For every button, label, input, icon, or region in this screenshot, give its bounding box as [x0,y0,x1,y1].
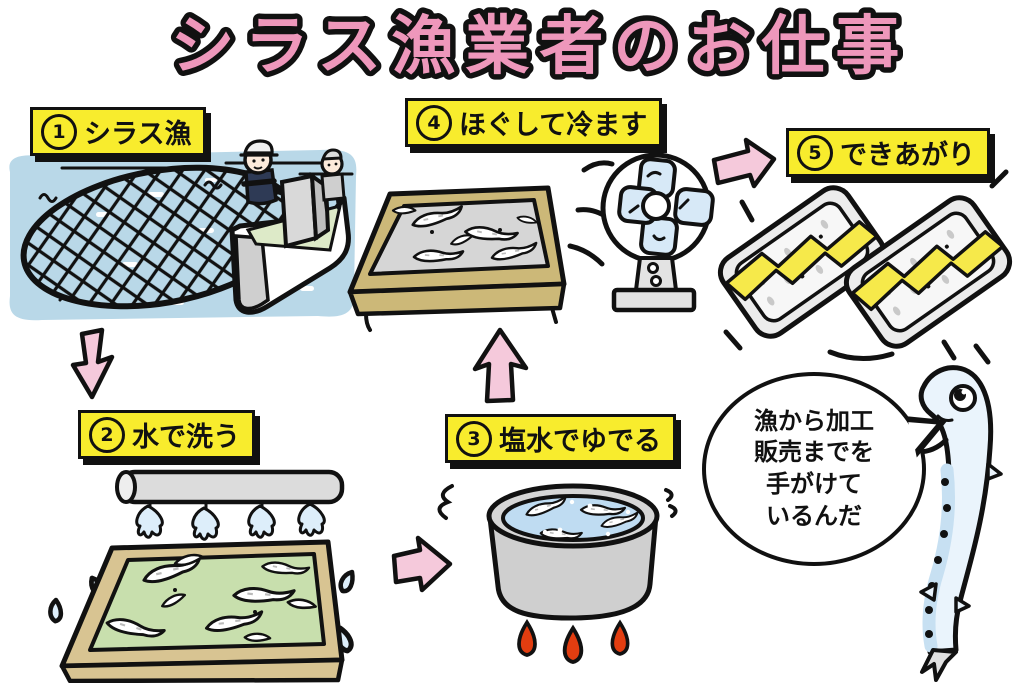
shirasu-character [900,343,1003,682]
flow-arrow-2-to-3 [391,535,453,593]
flames [517,619,630,665]
flow-arrow-3-to-4 [472,327,529,404]
step-3-number: 3 [456,420,492,457]
electric-fan [600,152,715,313]
step-5-number: 5 [797,134,833,171]
fishing-boat [229,171,351,315]
speech-line-4: いるんだ [766,501,862,530]
speech-line-1: 漁から加工 [754,406,874,435]
sprinkler-splashes [135,500,326,541]
flame-icon [562,624,584,665]
boiling-scene [437,483,678,665]
washing-tray-wall [59,657,345,683]
flow-arrow-4-to-5 [711,137,777,189]
fan-hub [641,191,671,221]
page-title: シラス漁業者のお仕事 [171,10,910,84]
steam-line [437,484,454,520]
flow-arrow-1-to-2 [70,327,115,400]
finished-products [713,169,1016,362]
speech-line-3: 手がけて [766,470,862,498]
speech-bubble: 漁から加工 販売までを 手がけて いるんだ [702,372,954,566]
steam-line [664,488,678,518]
fish-in-washing-tray [104,552,318,646]
step-4-number: 4 [416,104,452,141]
step-1-text: シラス漁 [84,119,192,150]
fisherman-2 [320,148,346,212]
fan-base [611,287,697,313]
step-4-text: ほぐして冷ます [459,110,648,141]
shirasu-tail [920,648,958,682]
step-2-text: 水で洗う [132,422,240,453]
step-3-label: 3 塩水でゆでる [445,414,676,463]
fishing-scene [9,139,357,321]
step-2-number: 2 [89,416,125,453]
sparkle-lines [723,169,1009,362]
step-1-label: 1 シラス漁 [30,107,207,156]
fisherman-1 [239,139,279,206]
salt-dots [537,499,631,537]
washing-scene [48,469,355,683]
step-5-label: 5 できあがり [786,128,990,177]
step-1-number: 1 [41,113,77,150]
shirasu-dots [925,478,951,638]
shirasu-stripe [922,463,956,653]
fish-in-cooling-tray [391,204,539,265]
speech-line-2: 販売までを [754,438,874,467]
step-2-label: 2 水で洗う [78,410,255,459]
water-pipe [119,469,345,505]
flame-icon [517,619,537,657]
step-3-text: 塩水でゆでる [499,426,661,457]
step-4-label: 4 ほぐして冷ます [405,98,663,147]
shirasu-package [839,191,1016,354]
cooling-tray-wall [347,281,567,317]
cooling-scene [347,152,715,332]
flame-icon [610,619,630,656]
step-5-text: できあがり [840,140,975,171]
